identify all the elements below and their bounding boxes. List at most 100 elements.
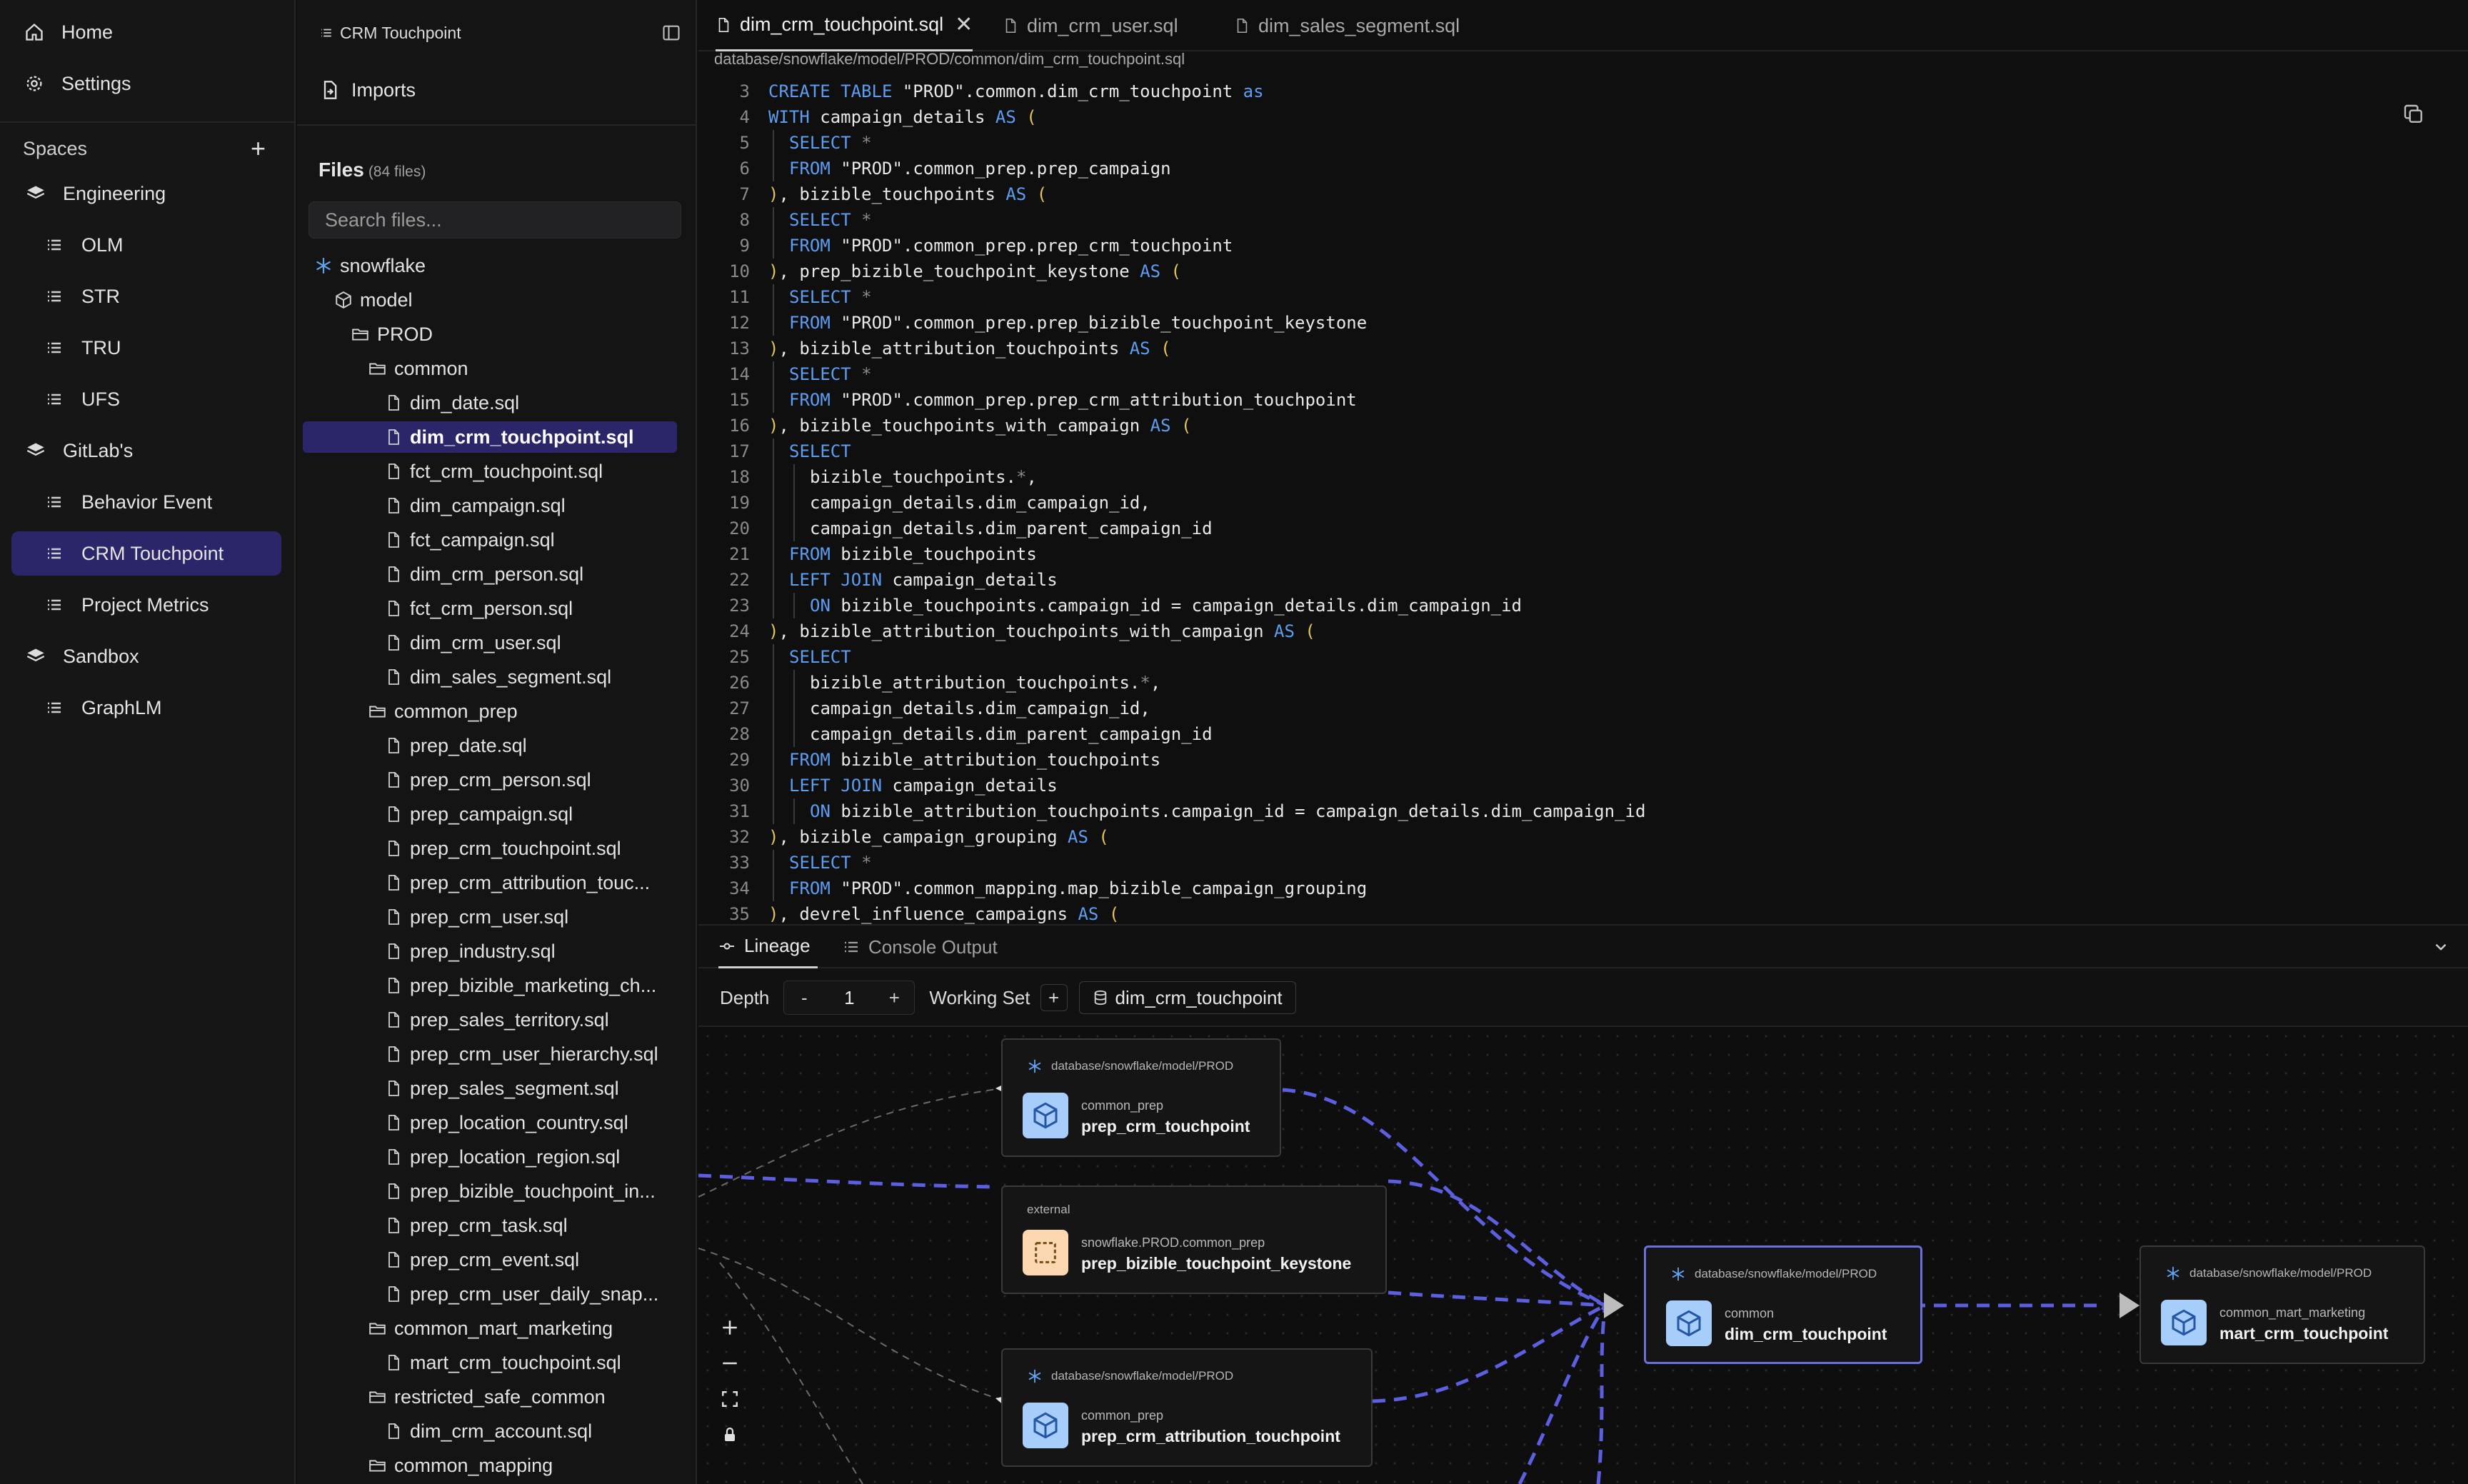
code-editor: dim_crm_touchpoint.sql✕ dim_crm_user.sql d…: [698, 0, 2468, 924]
file-tree-item[interactable]: prep_crm_user.sql: [383, 901, 568, 933]
file-tree-item[interactable]: prep_crm_task.sql: [383, 1210, 568, 1241]
bottom-tabs: Lineage Console Output: [698, 926, 2468, 968]
sidebar-item-graphlm[interactable]: GraphLM: [11, 686, 281, 730]
file-tree-item[interactable]: prep_date.sql: [383, 730, 527, 761]
sidebar-toggle-icon[interactable]: [661, 23, 681, 43]
file-tree-item[interactable]: prep_crm_user_daily_snap...: [383, 1278, 658, 1310]
sidebar-item-ufs[interactable]: UFS: [11, 377, 281, 421]
lineage-edge: [698, 1088, 1002, 1198]
plus-icon: [723, 1320, 737, 1335]
nav-settings[interactable]: Settings: [11, 61, 281, 106]
folder-tree-item[interactable]: common_prep: [367, 696, 518, 727]
code-token: SELECT: [789, 853, 862, 873]
space-sandbox[interactable]: Sandbox: [11, 634, 281, 678]
file-icon: [383, 941, 404, 962]
file-tree-item[interactable]: dim_crm_user.sql: [383, 627, 561, 658]
bottom-panel: Lineage Console Output Depth - 1 + Worki…: [698, 924, 2468, 1484]
folder-tree-item[interactable]: common: [367, 353, 468, 384]
folder-tree-item[interactable]: restricted_safe_common: [367, 1381, 606, 1413]
close-tab-icon[interactable]: ✕: [955, 13, 973, 36]
folder-tree-item[interactable]: model: [333, 284, 413, 316]
space-gitlab-s[interactable]: GitLab's: [11, 428, 281, 473]
lineage-node-mart-crm-touchpoint[interactable]: database/snowflake/model/PROD common_mar…: [2140, 1245, 2425, 1364]
code-token: , devrel_influence_campaigns: [778, 904, 1078, 924]
lineage-node-prep-bizible-touchpoint-keystone[interactable]: external snowflake.PROD.common_prep prep…: [1001, 1185, 1387, 1294]
file-tree-item[interactable]: prep_location_region.sql: [383, 1141, 620, 1173]
line-number: 10: [729, 261, 750, 281]
file-tree-item[interactable]: prep_crm_user_hierarchy.sql: [383, 1038, 658, 1070]
lineage-node-prep-crm-touchpoint[interactable]: database/snowflake/model/PROD common_pre…: [1001, 1038, 1281, 1157]
lineage-node-dim-crm-touchpoint[interactable]: database/snowflake/model/PROD common dim…: [1644, 1245, 1922, 1364]
file-tree-item[interactable]: prep_campaign.sql: [383, 798, 573, 830]
file-icon: [383, 735, 404, 756]
folder-tree-item[interactable]: snowflake: [313, 250, 426, 281]
file-tree-item[interactable]: mart_crm_touchpoint.sql: [383, 1347, 621, 1378]
sidebar-item-olm[interactable]: OLM: [11, 223, 281, 267]
zoom-out-button[interactable]: [714, 1345, 746, 1381]
file-tree-item[interactable]: fct_crm_person.sql: [383, 593, 573, 624]
nav-home[interactable]: Home: [11, 10, 281, 54]
editor-tab[interactable]: dim_crm_touchpoint.sql✕: [716, 0, 973, 51]
file-tree-item[interactable]: prep_crm_attribution_touc...: [383, 867, 650, 898]
file-tree-item[interactable]: prep_crm_event.sql: [383, 1244, 579, 1275]
file-tree-item[interactable]: fct_crm_touchpoint.sql: [383, 456, 603, 487]
code-text: WITH campaign_details AS (: [768, 107, 1037, 127]
tab-console-output[interactable]: Console Output: [843, 926, 998, 968]
file-tree-item[interactable]: fct_campaign.sql: [383, 524, 555, 556]
collapse-panel-button[interactable]: [2427, 933, 2455, 961]
file-tree-item[interactable]: prep_industry.sql: [383, 936, 556, 967]
file-tree-item[interactable]: dim_crm_touchpoint.sql: [303, 421, 677, 453]
zoom-in-button[interactable]: [714, 1310, 746, 1345]
file-tree-item[interactable]: prep_crm_touchpoint.sql: [383, 833, 621, 864]
file-tree-item[interactable]: dim_crm_account.sql: [383, 1415, 592, 1447]
tab-lineage[interactable]: Lineage: [718, 926, 818, 968]
file-tree-item[interactable]: prep_bizible_touchpoint_in...: [383, 1175, 656, 1207]
folder-tree-item[interactable]: common_mapping: [367, 1450, 553, 1481]
depth-value[interactable]: 1: [844, 986, 855, 1008]
lineage-node-prep-crm-attribution-touchpoint[interactable]: database/snowflake/model/PROD common_pre…: [1001, 1348, 1373, 1467]
sidebar-item-project-metrics[interactable]: Project Metrics: [11, 583, 281, 627]
sidebar-item-crm-touchpoint[interactable]: CRM Touchpoint: [11, 531, 281, 576]
file-tree-item[interactable]: dim_sales_segment.sql: [383, 661, 611, 693]
editor-tab[interactable]: dim_crm_user.sql: [1003, 0, 1178, 51]
fit-view-button[interactable]: [714, 1381, 746, 1417]
add-working-set-button[interactable]: +: [1040, 984, 1068, 1011]
file-search-input[interactable]: [308, 201, 681, 239]
file-tree-item[interactable]: dim_date.sql: [383, 387, 519, 418]
file-tree-item[interactable]: dim_campaign.sql: [383, 490, 566, 521]
lineage-canvas[interactable]: database/snowflake/model/PROD common_pre…: [698, 1027, 2468, 1484]
file-tree-item[interactable]: prep_sales_territory.sql: [383, 1004, 609, 1036]
file-tree-item[interactable]: dim_crm_person.sql: [383, 558, 583, 590]
file-tree-item[interactable]: prep_location_country.sql: [383, 1107, 628, 1138]
list-icon: [43, 542, 66, 565]
depth-increment-button[interactable]: +: [888, 986, 900, 1008]
sidebar-item-label: TRU: [81, 336, 121, 359]
sidebar-item-str[interactable]: STR: [11, 274, 281, 319]
folder-tree-item[interactable]: common_mart_marketing: [367, 1313, 613, 1344]
add-space-icon[interactable]: +: [250, 134, 266, 163]
file-tree-item[interactable]: prep_bizible_marketing_ch...: [383, 970, 656, 1001]
file-tree-item[interactable]: prep_crm_person.sql: [383, 764, 591, 796]
working-set-chip[interactable]: dim_crm_touchpoint: [1078, 981, 1296, 1014]
lock-button[interactable]: [714, 1417, 746, 1453]
lock-icon: [725, 1427, 735, 1441]
depth-decrement-button[interactable]: -: [801, 986, 808, 1008]
folder-tree-item[interactable]: PROD: [350, 319, 433, 350]
code-text: campaign_details.dim_campaign_id,: [768, 698, 1150, 718]
code-token: ,: [1026, 467, 1037, 487]
sidebar-item-tru[interactable]: TRU: [11, 326, 281, 370]
file-tree-item[interactable]: prep_sales_segment.sql: [383, 1073, 619, 1104]
lineage-edge: [719, 1262, 863, 1484]
imports-button[interactable]: Imports: [320, 74, 416, 106]
model-cube-icon: [2161, 1300, 2207, 1345]
code-line: 24), bizible_attribution_touchpoints_wit…: [698, 618, 1315, 644]
layers-icon: [24, 439, 47, 462]
code-token: campaign_details: [892, 570, 1058, 590]
copy-button[interactable]: [2399, 100, 2428, 129]
editor-tab-label: dim_crm_user.sql: [1027, 14, 1178, 36]
sidebar-item-behavior-event[interactable]: Behavior Event: [11, 480, 281, 524]
space-engineering[interactable]: Engineering: [11, 171, 281, 216]
editor-tab[interactable]: dim_sales_segment.sql: [1234, 0, 1460, 51]
